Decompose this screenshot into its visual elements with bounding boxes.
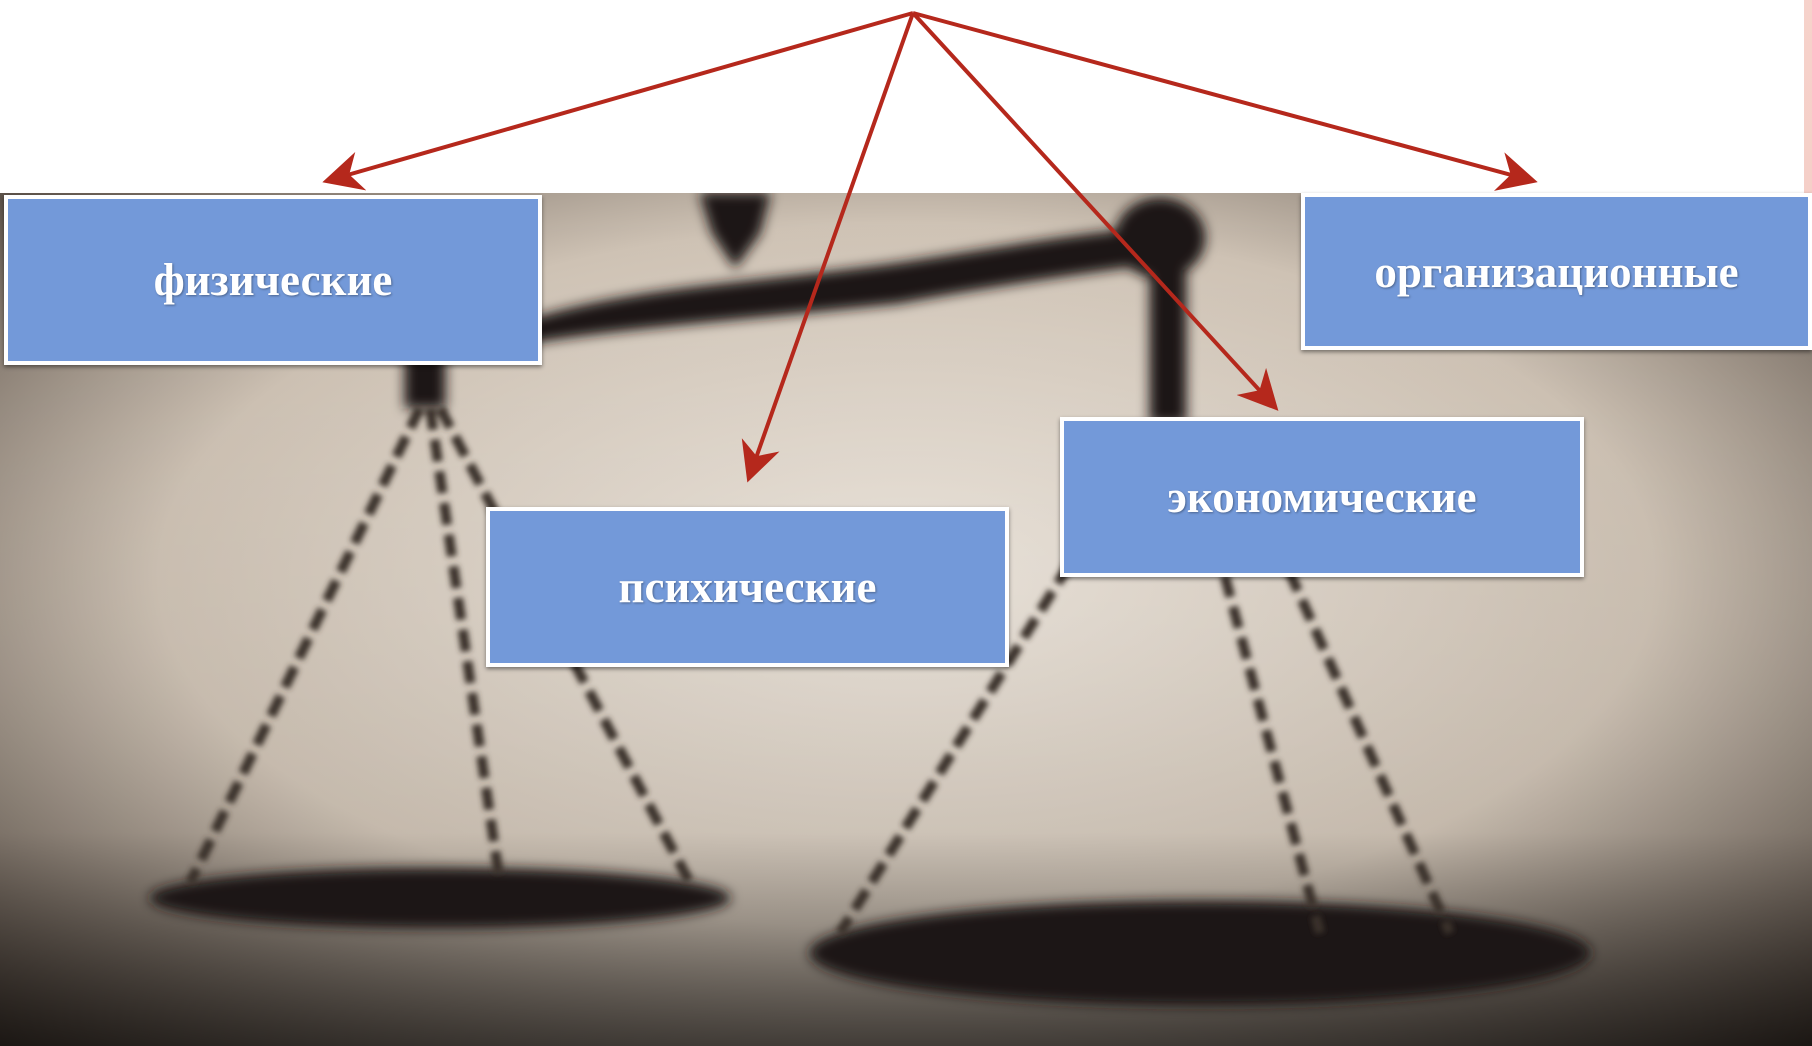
node-label: экономические [1167, 472, 1477, 522]
node-psikhicheskie: психические [486, 507, 1009, 667]
node-fizicheskie: физические [4, 195, 542, 365]
arrow-to-box-2 [912, 11, 1538, 191]
node-label: физические [153, 255, 393, 305]
node-label: психические [618, 562, 877, 612]
node-ekonomicheskie: экономические [1060, 417, 1584, 577]
node-label: организационные [1374, 246, 1739, 297]
node-organizatsionnye: организационные [1301, 193, 1812, 350]
arrow-to-box-1 [322, 11, 914, 191]
